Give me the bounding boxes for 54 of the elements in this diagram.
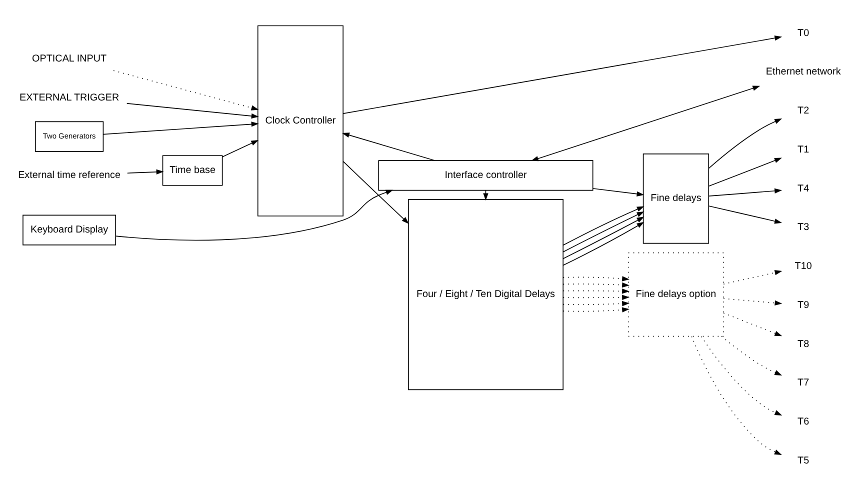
- arrow: [723, 270, 782, 284]
- arrow: [342, 34, 782, 114]
- node-box: Two Generators: [34, 120, 104, 152]
- arrow: [708, 205, 782, 224]
- node-box: Fine delays: [642, 153, 710, 244]
- node-text: T10: [794, 260, 812, 272]
- node-text: EXTERNAL TRIGGER: [19, 92, 120, 103]
- node-text: T4: [798, 182, 810, 194]
- arrow: [708, 188, 782, 196]
- node-text: T6: [798, 416, 810, 427]
- node-text: T5: [798, 454, 810, 466]
- node-text: Ethernet network: [766, 66, 841, 78]
- node-box: Clock Controller: [257, 24, 344, 216]
- arrow: [723, 298, 782, 306]
- arrow: [342, 132, 436, 160]
- arrow: [723, 312, 782, 336]
- arrow: [708, 118, 782, 168]
- node-text: External time reference: [18, 170, 121, 181]
- arrow: [708, 157, 782, 186]
- arrow: [562, 216, 644, 258]
- arrow: [562, 221, 644, 266]
- arrow: [562, 210, 644, 252]
- arrow: [126, 102, 259, 118]
- arrow: [562, 300, 630, 306]
- arrow: [562, 294, 630, 300]
- node-text: T0: [798, 27, 810, 38]
- node-text: T8: [798, 338, 810, 350]
- arrow: [700, 336, 782, 416]
- node-text: T7: [798, 377, 810, 388]
- arrow: [113, 70, 259, 110]
- arrow: [222, 140, 259, 157]
- arrow: [691, 336, 782, 454]
- node-text: OPTICAL INPUT: [32, 52, 107, 64]
- node-text: T3: [798, 222, 810, 233]
- node-box: Four / Eight / Ten Digital Delays: [408, 198, 564, 390]
- arrow: [592, 188, 644, 196]
- arrow: [102, 121, 259, 134]
- arrow: [562, 306, 630, 312]
- node-text: T9: [798, 299, 810, 310]
- arrow: [342, 160, 410, 224]
- arrow: [126, 168, 164, 174]
- arrow: [562, 276, 630, 281]
- node-box: Interface controller: [378, 160, 594, 190]
- arrow: [562, 288, 630, 294]
- node-box: Keyboard Display: [22, 214, 116, 245]
- arrow: [115, 189, 394, 240]
- node-text: T2: [798, 105, 810, 116]
- node-text: T1: [798, 144, 810, 155]
- node-box: Time base: [162, 154, 223, 186]
- arrow: [530, 85, 760, 161]
- arrow: [721, 335, 782, 376]
- arrow: [562, 282, 630, 288]
- arrow: [562, 206, 644, 246]
- node-box: Fine delays option: [628, 252, 724, 336]
